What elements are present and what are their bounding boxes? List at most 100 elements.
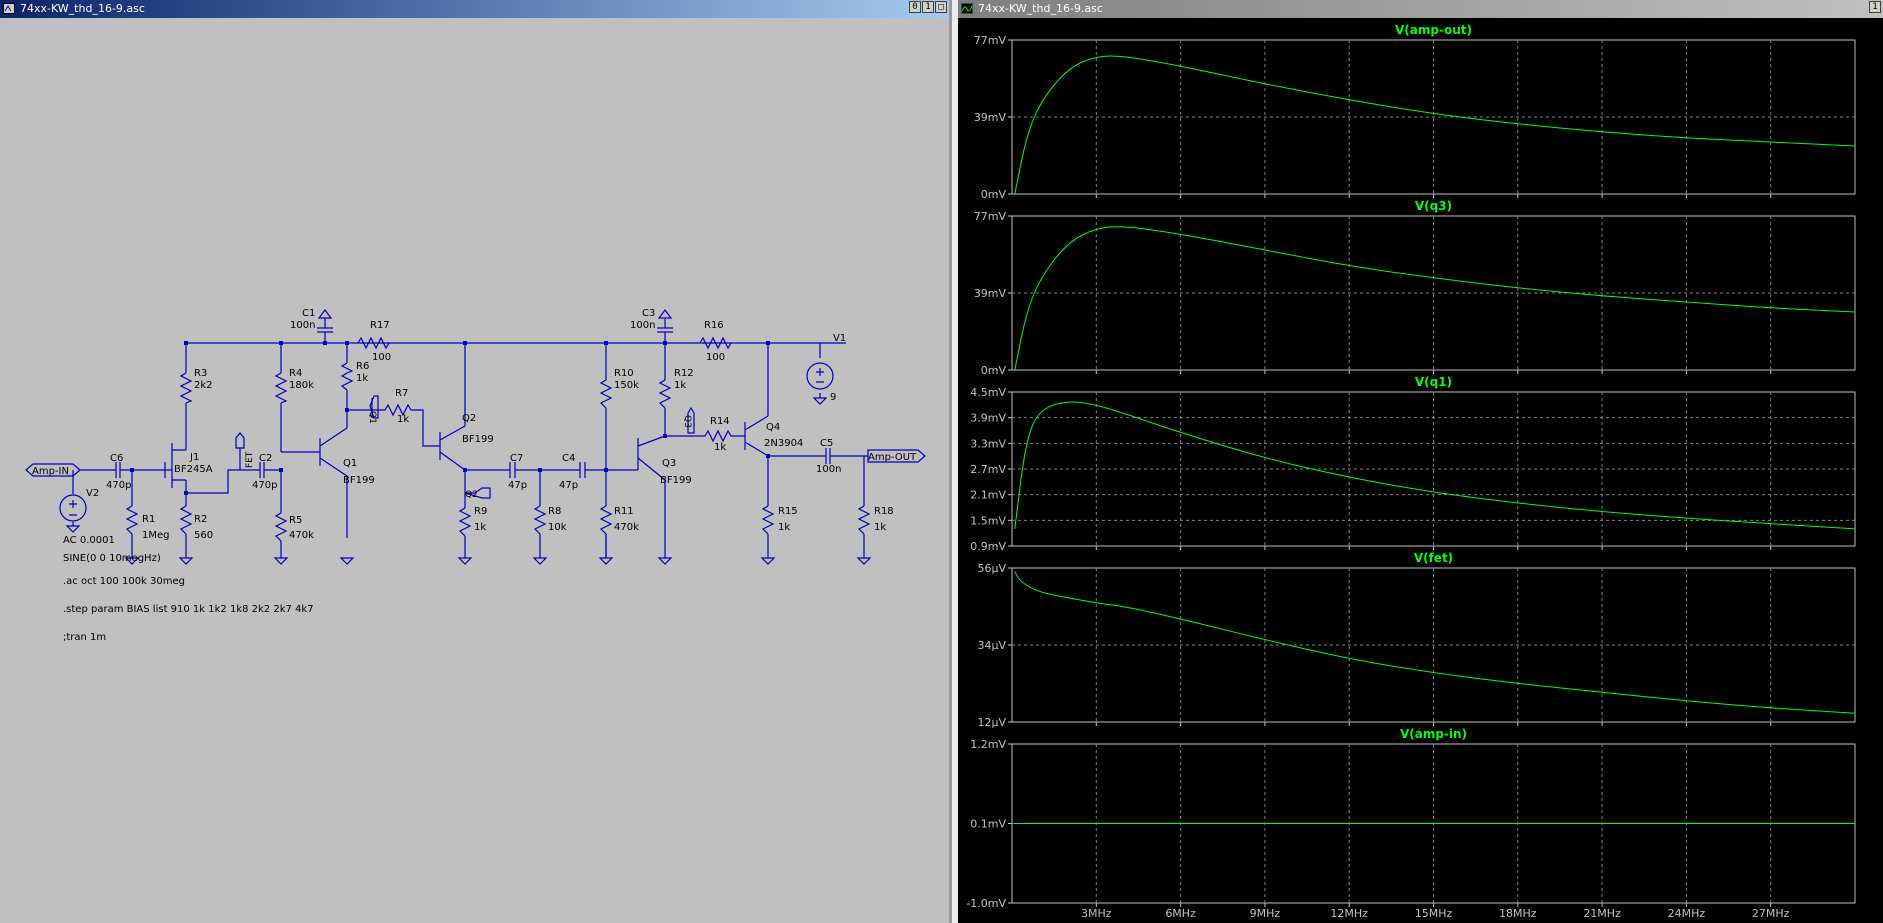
y-tick-label: 3.3mV	[970, 437, 1006, 450]
value-r14: 1k	[714, 442, 726, 453]
x-tick-label: 15MHz	[1415, 907, 1453, 920]
label-r8: R8	[548, 506, 561, 517]
x-tick-label: 9MHz	[1250, 907, 1281, 920]
label-r12: R12	[674, 368, 694, 379]
value-c5: 100n	[816, 464, 841, 475]
trace-line[interactable]	[1014, 55, 1856, 195]
value-r5: 470k	[289, 530, 314, 541]
schematic-window[interactable]: 74xx-KW_thd_16-9.asc 0 1 □	[0, 0, 952, 923]
x-tick-label: 18MHz	[1499, 907, 1537, 920]
trace-line[interactable]	[1014, 401, 1856, 530]
y-tick-label: 0mV	[981, 364, 1007, 377]
x-tick-label: 6MHz	[1165, 907, 1196, 920]
schematic-titlebar[interactable]: 74xx-KW_thd_16-9.asc 0 1 □	[0, 0, 949, 18]
label-j1: J1	[189, 452, 199, 463]
y-tick-label: 12µV	[977, 716, 1006, 729]
trace-line[interactable]	[1014, 226, 1856, 371]
schematic-title: 74xx-KW_thd_16-9.asc	[20, 2, 145, 15]
y-tick-label: 77mV	[974, 210, 1007, 223]
x-tick-label: 27MHz	[1752, 907, 1790, 920]
label-r15: R15	[778, 506, 798, 517]
waveform-app-icon	[961, 3, 973, 14]
label-q4: Q4	[766, 422, 780, 433]
y-tick-label: 2.7mV	[970, 463, 1006, 476]
value-c6: 470p	[106, 480, 131, 491]
restore-button[interactable]: 1	[922, 1, 934, 13]
y-tick-label: 0.1mV	[970, 818, 1006, 831]
plot-title: V(amp-out)	[1395, 23, 1472, 37]
value-r9: 1k	[474, 522, 486, 533]
y-tick-label: 2.1mV	[970, 489, 1006, 502]
flag-q3: Q3	[682, 415, 692, 428]
value-c2: 470p	[252, 480, 277, 491]
label-v2: V2	[86, 488, 99, 499]
value-r3: 2k2	[194, 380, 213, 391]
value-c4: 47p	[559, 480, 578, 491]
value-r7: 1k	[397, 414, 409, 425]
value-r15: 1k	[778, 522, 790, 533]
label-c6: C6	[110, 453, 123, 464]
schematic-drawing[interactable]: C1 100n R17 100 C3 100n R16 100 V1 9 R3 …	[0, 18, 949, 923]
directive-ac-sweep: .ac oct 100 100k 30meg	[63, 576, 185, 587]
waveform-titlebar[interactable]: 74xx-KW_thd_16-9.asc 1	[958, 0, 1883, 18]
value-q4: 2N3904	[764, 438, 803, 449]
x-tick-label: 21MHz	[1583, 907, 1621, 920]
value-r6: 1k	[356, 373, 368, 384]
value-q3: BF199	[660, 475, 692, 486]
x-tick-label: 3MHz	[1081, 907, 1112, 920]
value-r16: 100	[706, 352, 725, 363]
trace-line[interactable]	[1014, 571, 1856, 714]
label-r5: R5	[289, 515, 302, 526]
value-j1: BF245A	[174, 464, 213, 475]
plot-title: V(fet)	[1414, 551, 1453, 565]
value-c3: 100n	[630, 320, 655, 331]
value-r8: 10k	[548, 522, 567, 533]
plot-title: V(amp-in)	[1400, 727, 1467, 741]
label-c2: C2	[259, 453, 272, 464]
waveform-plots[interactable]: V(amp-out)77mV39mV0mVV(q3)77mV39mV0mVV(q…	[958, 18, 1883, 923]
value-c1: 100n	[290, 320, 315, 331]
y-tick-label: 0.9mV	[970, 540, 1006, 553]
y-tick-label: 77mV	[974, 34, 1007, 47]
flag-q2: Q2	[465, 490, 478, 500]
label-r2: R2	[194, 514, 207, 525]
plot-title: V(q1)	[1415, 375, 1452, 389]
flag-q1: Q1	[367, 411, 377, 424]
label-r9: R9	[474, 506, 487, 517]
value-v1: 9	[830, 392, 836, 403]
maximize-button[interactable]: □	[935, 1, 947, 13]
waveform-restore-button[interactable]: 1	[1869, 1, 1881, 13]
y-tick-label: 39mV	[974, 287, 1007, 300]
value-r4: 180k	[289, 380, 314, 391]
label-r3: R3	[194, 368, 207, 379]
value-r11: 470k	[614, 522, 639, 533]
label-r10: R10	[614, 368, 634, 379]
value-r12: 1k	[674, 380, 686, 391]
label-fet: FET	[245, 451, 255, 468]
directive-step: .step param BIAS list 910 1k 1k2 1k8 2k2…	[63, 604, 314, 615]
x-tick-label: 12MHz	[1330, 907, 1368, 920]
y-tick-label: 1.5mV	[970, 514, 1006, 527]
directive-ac: AC 0.0001	[63, 535, 115, 546]
label-c5: C5	[820, 438, 833, 449]
label-amp-in: Amp-IN	[32, 466, 69, 477]
x-tick-label: 24MHz	[1668, 907, 1706, 920]
y-tick-label: 39mV	[974, 111, 1007, 124]
value-r2: 560	[194, 530, 213, 541]
label-r16: R16	[704, 320, 724, 331]
y-tick-label: -1.0mV	[966, 897, 1006, 910]
value-q2: BF199	[462, 434, 494, 445]
label-r17: R17	[370, 320, 390, 331]
schematic-canvas[interactable]: C1 100n R17 100 C3 100n R16 100 V1 9 R3 …	[0, 18, 949, 923]
ltspice-app-icon	[3, 3, 15, 14]
value-r17: 100	[372, 352, 391, 363]
label-r18: R18	[874, 506, 894, 517]
minimize-button[interactable]: 0	[909, 1, 921, 13]
value-r1: 1Meg	[142, 530, 170, 541]
label-c3: C3	[642, 308, 655, 319]
label-v1: V1	[833, 333, 846, 344]
value-q1: BF199	[343, 475, 375, 486]
y-tick-label: 56µV	[977, 562, 1006, 575]
waveform-window[interactable]: 74xx-KW_thd_16-9.asc 1 V(amp-out) 77mV 39m…	[958, 0, 1883, 923]
